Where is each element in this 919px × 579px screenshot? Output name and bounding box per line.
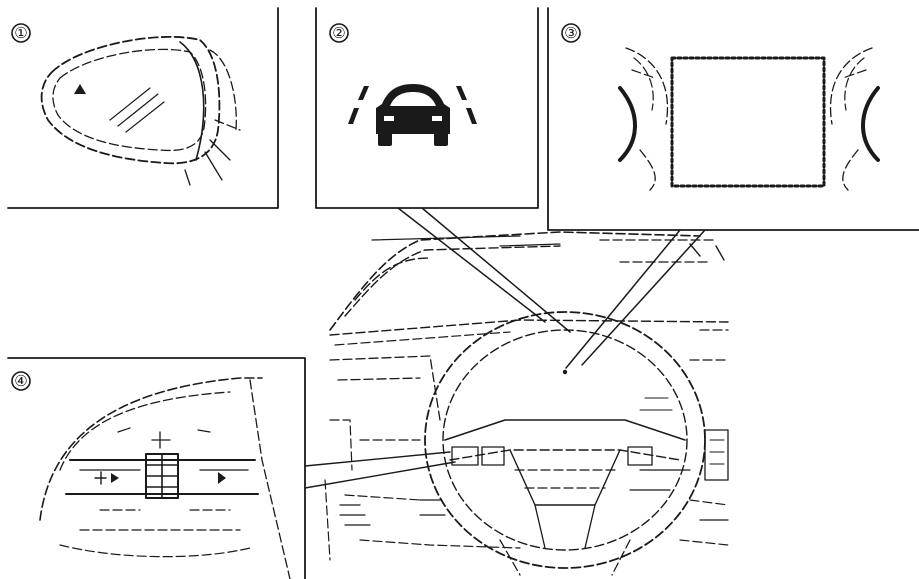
callout-2: ② xyxy=(330,24,348,42)
mirror-indicator-triangle xyxy=(74,84,86,94)
panel-2: ② xyxy=(316,8,538,208)
leader-lines xyxy=(305,208,705,488)
car-front-icon xyxy=(348,84,477,146)
panel-3: ③ xyxy=(548,8,919,230)
callout-3: ③ xyxy=(562,24,580,42)
dashboard-illustration xyxy=(325,232,728,575)
callout-3-label: ③ xyxy=(564,24,577,42)
panel-4: ④ xyxy=(8,358,305,579)
callout-4-label: ④ xyxy=(14,372,27,390)
steering-switch-icon xyxy=(40,378,290,579)
dotted-display-icon xyxy=(620,48,878,190)
panel-1: ① xyxy=(8,8,278,208)
callout-1-label: ① xyxy=(14,24,27,42)
callout-1: ① xyxy=(12,24,30,42)
callout-2-label: ② xyxy=(332,24,345,42)
side-mirror-icon xyxy=(42,37,240,185)
callout-4: ④ xyxy=(12,372,30,390)
